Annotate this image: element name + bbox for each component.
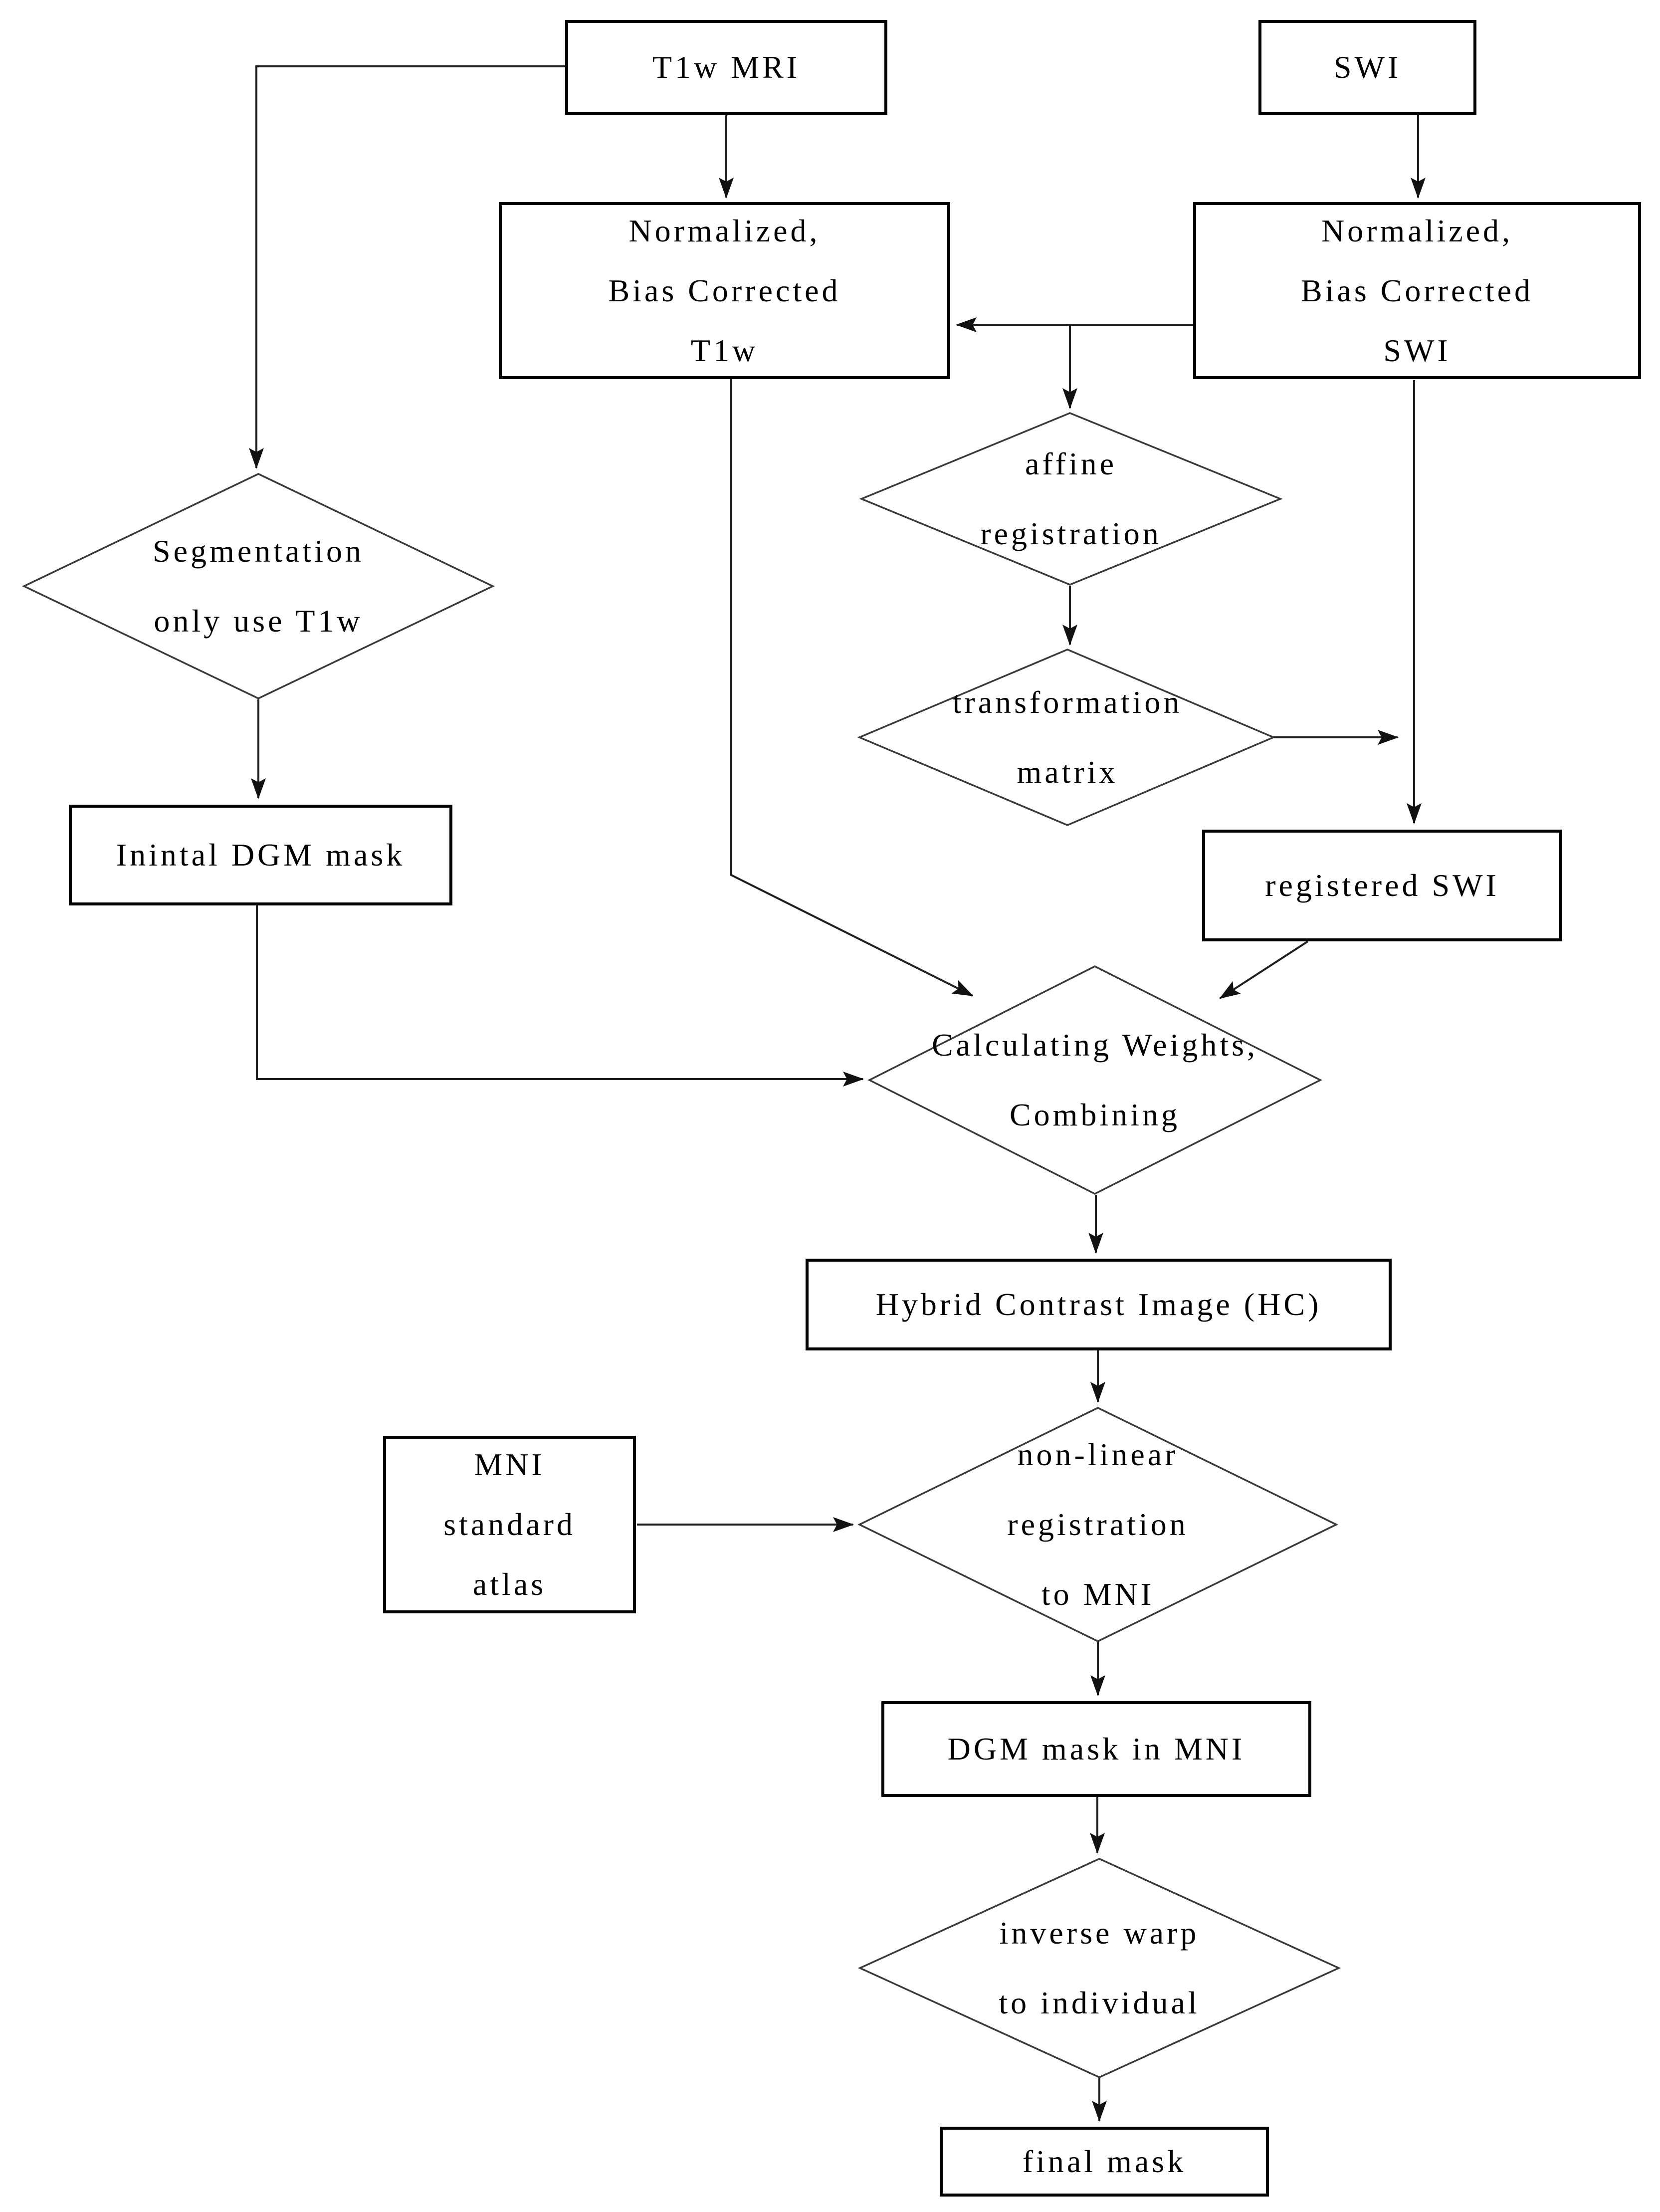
affine-registration-diamond-shape xyxy=(859,412,1283,586)
node-calculating-weights: Calculating Weights, Combining xyxy=(870,1005,1319,1155)
node-dgm-mask-in-mni-label: DGM mask in MNI xyxy=(947,1731,1245,1767)
segmentation-diamond-shape xyxy=(21,473,495,699)
transformation-matrix-diamond-shape xyxy=(857,649,1276,826)
node-mni-standard-atlas-label: MNI standard atlas xyxy=(443,1447,576,1602)
node-inverse-warp: inverse warp to individual xyxy=(875,1893,1324,2043)
node-registered-swi-label: registered SWI xyxy=(1265,868,1499,903)
inverse-warp-diamond-shape xyxy=(857,1858,1341,2078)
node-normalized-t1w-label: Normalized, Bias Corrected T1w xyxy=(608,213,841,368)
node-segmentation-label: Segmentation only use T1w xyxy=(153,533,364,639)
node-normalized-swi-label: Normalized, Bias Corrected SWI xyxy=(1300,213,1534,368)
nonlinear-registration-diamond-shape xyxy=(857,1407,1338,1642)
node-inverse-warp-label: inverse warp to individual xyxy=(999,1915,1200,2020)
node-t1w-mri-label: T1w MRI xyxy=(652,49,801,85)
arrow-registered-swi-to-calculating-weights xyxy=(1219,940,1309,999)
node-mni-standard-atlas: MNI standard atlas xyxy=(383,1436,636,1613)
node-final-mask: final mask xyxy=(940,2127,1269,2197)
node-nonlinear-registration-label: non-linear registration to MNI xyxy=(1007,1437,1189,1612)
node-normalized-t1w: Normalized, Bias Corrected T1w xyxy=(499,202,950,379)
node-initial-dgm-mask-label: Inintal DGM mask xyxy=(116,837,406,873)
node-swi-label: SWI xyxy=(1333,49,1402,85)
node-segmentation: Segmentation only use T1w xyxy=(34,506,483,666)
node-hybrid-contrast-image-label: Hybrid Contrast Image (HC) xyxy=(875,1287,1322,1322)
node-final-mask-label: final mask xyxy=(1022,2144,1187,2179)
node-normalized-swi: Normalized, Bias Corrected SWI xyxy=(1193,202,1641,379)
node-initial-dgm-mask: Inintal DGM mask xyxy=(69,805,452,905)
node-registered-swi: registered SWI xyxy=(1202,830,1562,941)
node-transformation-matrix-label: transformation matrix xyxy=(952,684,1183,790)
node-dgm-mask-in-mni: DGM mask in MNI xyxy=(881,1701,1311,1797)
node-t1w-mri: T1w MRI xyxy=(565,20,887,115)
arrow-normalized-t1w-to-calculating-weights xyxy=(730,379,974,997)
node-calculating-weights-label: Calculating Weights, Combining xyxy=(931,1027,1258,1132)
node-affine-registration-label: affine registration xyxy=(980,446,1162,551)
arrow-t1w-to-segmentation xyxy=(249,65,565,469)
arrow-initial-dgm-to-calculating-weights xyxy=(256,905,864,1087)
node-hybrid-contrast-image: Hybrid Contrast Image (HC) xyxy=(806,1259,1392,1350)
node-affine-registration: affine registration xyxy=(871,424,1270,574)
node-nonlinear-registration: non-linear registration to MNI xyxy=(873,1420,1322,1629)
node-transformation-matrix: transformation matrix xyxy=(868,663,1267,812)
node-swi: SWI xyxy=(1258,20,1476,115)
calculating-weights-diamond-shape xyxy=(867,965,1322,1195)
